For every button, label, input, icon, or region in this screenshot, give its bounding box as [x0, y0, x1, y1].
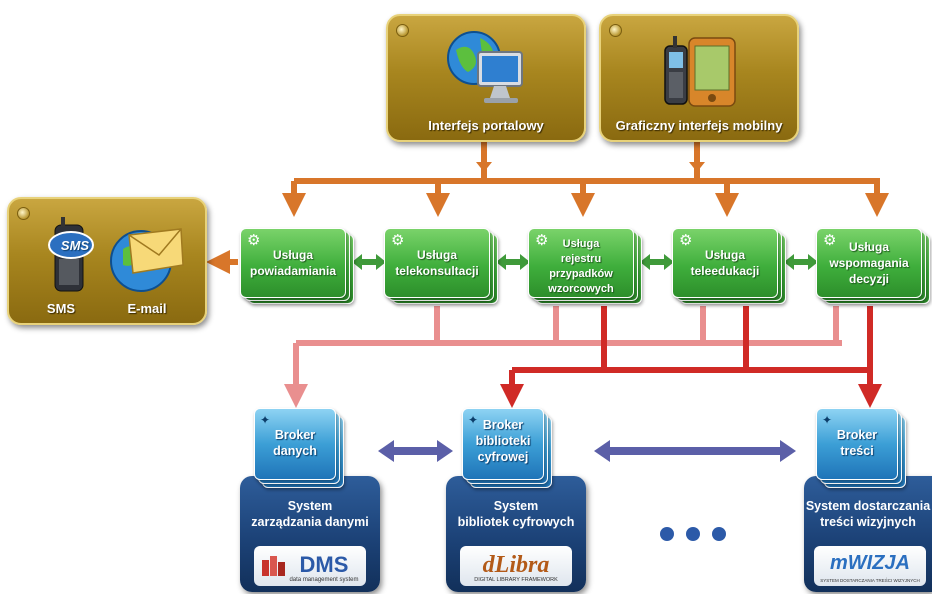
broker-icon: ✦ — [260, 413, 271, 427]
service-label: Usługa telekonsultacji — [395, 248, 479, 278]
mobile-devices-icon — [664, 36, 736, 107]
system-dlibra-box: System bibliotek cyfrowych dLibra DIGITA… — [446, 476, 586, 592]
system-label: System dostarczania treści wizyjnych — [805, 499, 931, 529]
broker-label: Broker danych — [273, 428, 317, 458]
system-label: System bibliotek cyfrowych — [457, 499, 575, 529]
gear-icon: ⚙ — [823, 232, 837, 249]
mobile-interface-box: Graficzny interfejs mobilny — [599, 14, 799, 142]
screw-icon — [396, 24, 409, 37]
screw-icon — [609, 24, 622, 37]
email-label: E-mail — [127, 301, 167, 316]
mwizja-logo: mWIZJA SYSTEM DOSTARCZANIA TREŚCI WIZYJN… — [814, 546, 926, 586]
broker-library-card: ✦ Broker biblioteki cyfrowej — [462, 408, 552, 490]
interface-to-service-arrows — [206, 140, 889, 274]
service-label: Usługa powiadamiania — [249, 248, 337, 278]
broker-link-arrows — [378, 440, 796, 462]
email-envelope-icon — [110, 228, 184, 292]
broker-data-card: ✦ Broker danych — [254, 408, 344, 490]
sms-badge: SMS — [60, 238, 90, 253]
system-mwizja-box: System dostarczania treści wizyjnych mWI… — [804, 476, 932, 592]
service-teleeducation-card: ⚙ Usługa teleedukacji — [672, 228, 786, 304]
gear-icon: ⚙ — [679, 232, 693, 249]
service-link-arrows — [352, 254, 818, 270]
mwizja-logo-sub: SYSTEM DOSTARCZANIA TREŚCI WIZYJNYCH — [820, 578, 920, 583]
notification-channels-box: SMS SMS E-mail — [7, 197, 207, 325]
service-notification-card: ⚙ Usługa powiadamiania — [240, 228, 354, 304]
system-dms-box: System zarządzania danymi DMS data manag… — [240, 476, 380, 592]
dms-logo-word: DMS — [299, 552, 349, 577]
ellipsis-dot — [660, 527, 674, 541]
mobile-interface-label: Graficzny interfejs mobilny — [615, 118, 783, 133]
dlibra-logo: dLibra DIGITAL LIBRARY FRAMEWORK — [460, 546, 572, 586]
library-broker-feed-arrows — [500, 306, 882, 408]
dms-logo-mark — [262, 556, 285, 576]
broker-label: Broker biblioteki cyfrowej — [475, 418, 531, 464]
service-decision-support-card: ⚙ Usługa wspomagania decyzji — [816, 228, 930, 304]
service-teleconsultation-card: ⚙ Usługa telekonsultacji — [384, 228, 498, 304]
service-label: Usługa rejestru przypadków wzorcowych — [548, 238, 614, 295]
gear-icon: ⚙ — [391, 232, 405, 249]
sms-label: SMS — [46, 301, 76, 316]
service-label: Usługa wspomagania decyzji — [829, 240, 909, 286]
monitor-globe-icon — [447, 31, 523, 103]
broker-label: Broker treści — [836, 428, 878, 458]
ellipsis-dot — [686, 527, 700, 541]
portal-interface-box: Interfejs portalowy — [386, 14, 586, 142]
broker-icon: ✦ — [822, 413, 833, 427]
mwizja-logo-word: mWIZJA — [830, 552, 910, 574]
screw-icon — [17, 207, 30, 220]
gear-icon: ⚙ — [535, 232, 549, 249]
broker-icon: ✦ — [468, 413, 479, 427]
service-reference-cases-card: ⚙ Usługa rejestru przypadków wzorcowych — [528, 228, 642, 304]
system-label: System zarządzania danymi — [251, 499, 369, 529]
ellipsis-dot — [712, 527, 726, 541]
gear-icon: ⚙ — [247, 232, 261, 249]
dlibra-logo-sub: DIGITAL LIBRARY FRAMEWORK — [474, 577, 558, 583]
dms-logo-sub: data management system — [289, 577, 359, 583]
service-label: Usługa teleedukacji — [690, 248, 760, 278]
data-broker-feed-arrows — [284, 306, 842, 408]
dlibra-logo-word: dLibra — [482, 552, 550, 578]
portal-interface-label: Interfejs portalowy — [428, 118, 544, 133]
dms-logo: DMS data management system — [254, 546, 366, 586]
broker-content-card: ✦ Broker treści — [816, 408, 906, 490]
sms-phone-icon — [48, 217, 94, 292]
